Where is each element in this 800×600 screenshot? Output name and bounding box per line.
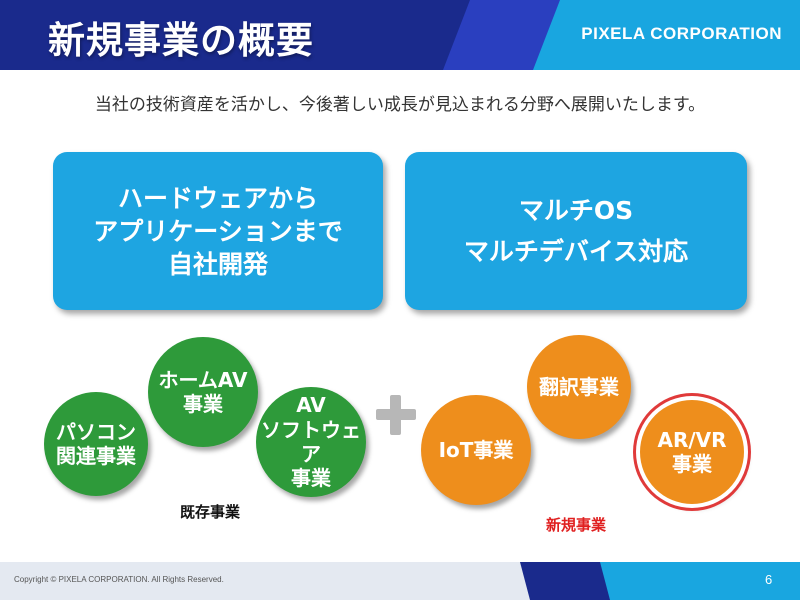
circle-label: ホームAV — [158, 367, 248, 392]
circle-label: 事業 — [291, 466, 331, 491]
feature-box-multi-os: マルチOS マルチデバイス対応 — [405, 152, 747, 310]
circle-label: パソコン — [56, 419, 136, 444]
circle-label: 翻訳事業 — [539, 374, 619, 399]
circle-translation-business: 翻訳事業 — [527, 335, 631, 439]
copyright-text: Copyright © PIXELA CORPORATION. All Righ… — [14, 575, 224, 584]
plus-icon — [376, 395, 416, 435]
circle-pc-business: パソコン 関連事業 — [44, 392, 148, 496]
header-band: 新規事業の概要 PIXELA CORPORATION — [0, 0, 800, 70]
circle-home-av-business: ホームAV 事業 — [148, 337, 258, 447]
circle-label: 事業 — [183, 392, 223, 416]
circle-label: AR/VR — [657, 427, 727, 452]
circle-label: AV — [296, 393, 326, 418]
feature-box-hardware: ハードウェアから アプリケーションまで 自社開発 — [53, 152, 383, 310]
feature-box-line: マルチデバイス対応 — [463, 237, 689, 266]
feature-box-line: マルチOS — [518, 196, 634, 225]
existing-business-label: 既存事業 — [180, 503, 241, 521]
subtitle: 当社の技術資産を活かし、今後著しい成長が見込まれる分野へ展開いたします。 — [94, 95, 706, 115]
footer-background — [0, 562, 800, 600]
footer-band — [0, 562, 800, 600]
page-title: 新規事業の概要 — [48, 19, 314, 62]
feature-box-line: 自社開発 — [167, 249, 268, 279]
circle-iot-business: IoT事業 — [421, 395, 531, 505]
circle-label: ソフトウェア — [261, 417, 361, 466]
circle-label: 関連事業 — [56, 444, 136, 468]
circle-label: 事業 — [672, 452, 712, 476]
header-background — [0, 0, 800, 70]
circle-label: IoT事業 — [438, 437, 514, 462]
circle-ar-vr-business: AR/VR 事業 — [640, 400, 744, 504]
company-name: PIXELA CORPORATION — [581, 24, 782, 43]
circle-av-software-business: AV ソフトウェア 事業 — [256, 387, 366, 497]
feature-box-line: アプリケーションまで — [93, 216, 343, 246]
new-business-label: 新規事業 — [546, 516, 607, 534]
page-number: 6 — [765, 572, 773, 587]
feature-box-line: ハードウェアから — [117, 183, 318, 213]
